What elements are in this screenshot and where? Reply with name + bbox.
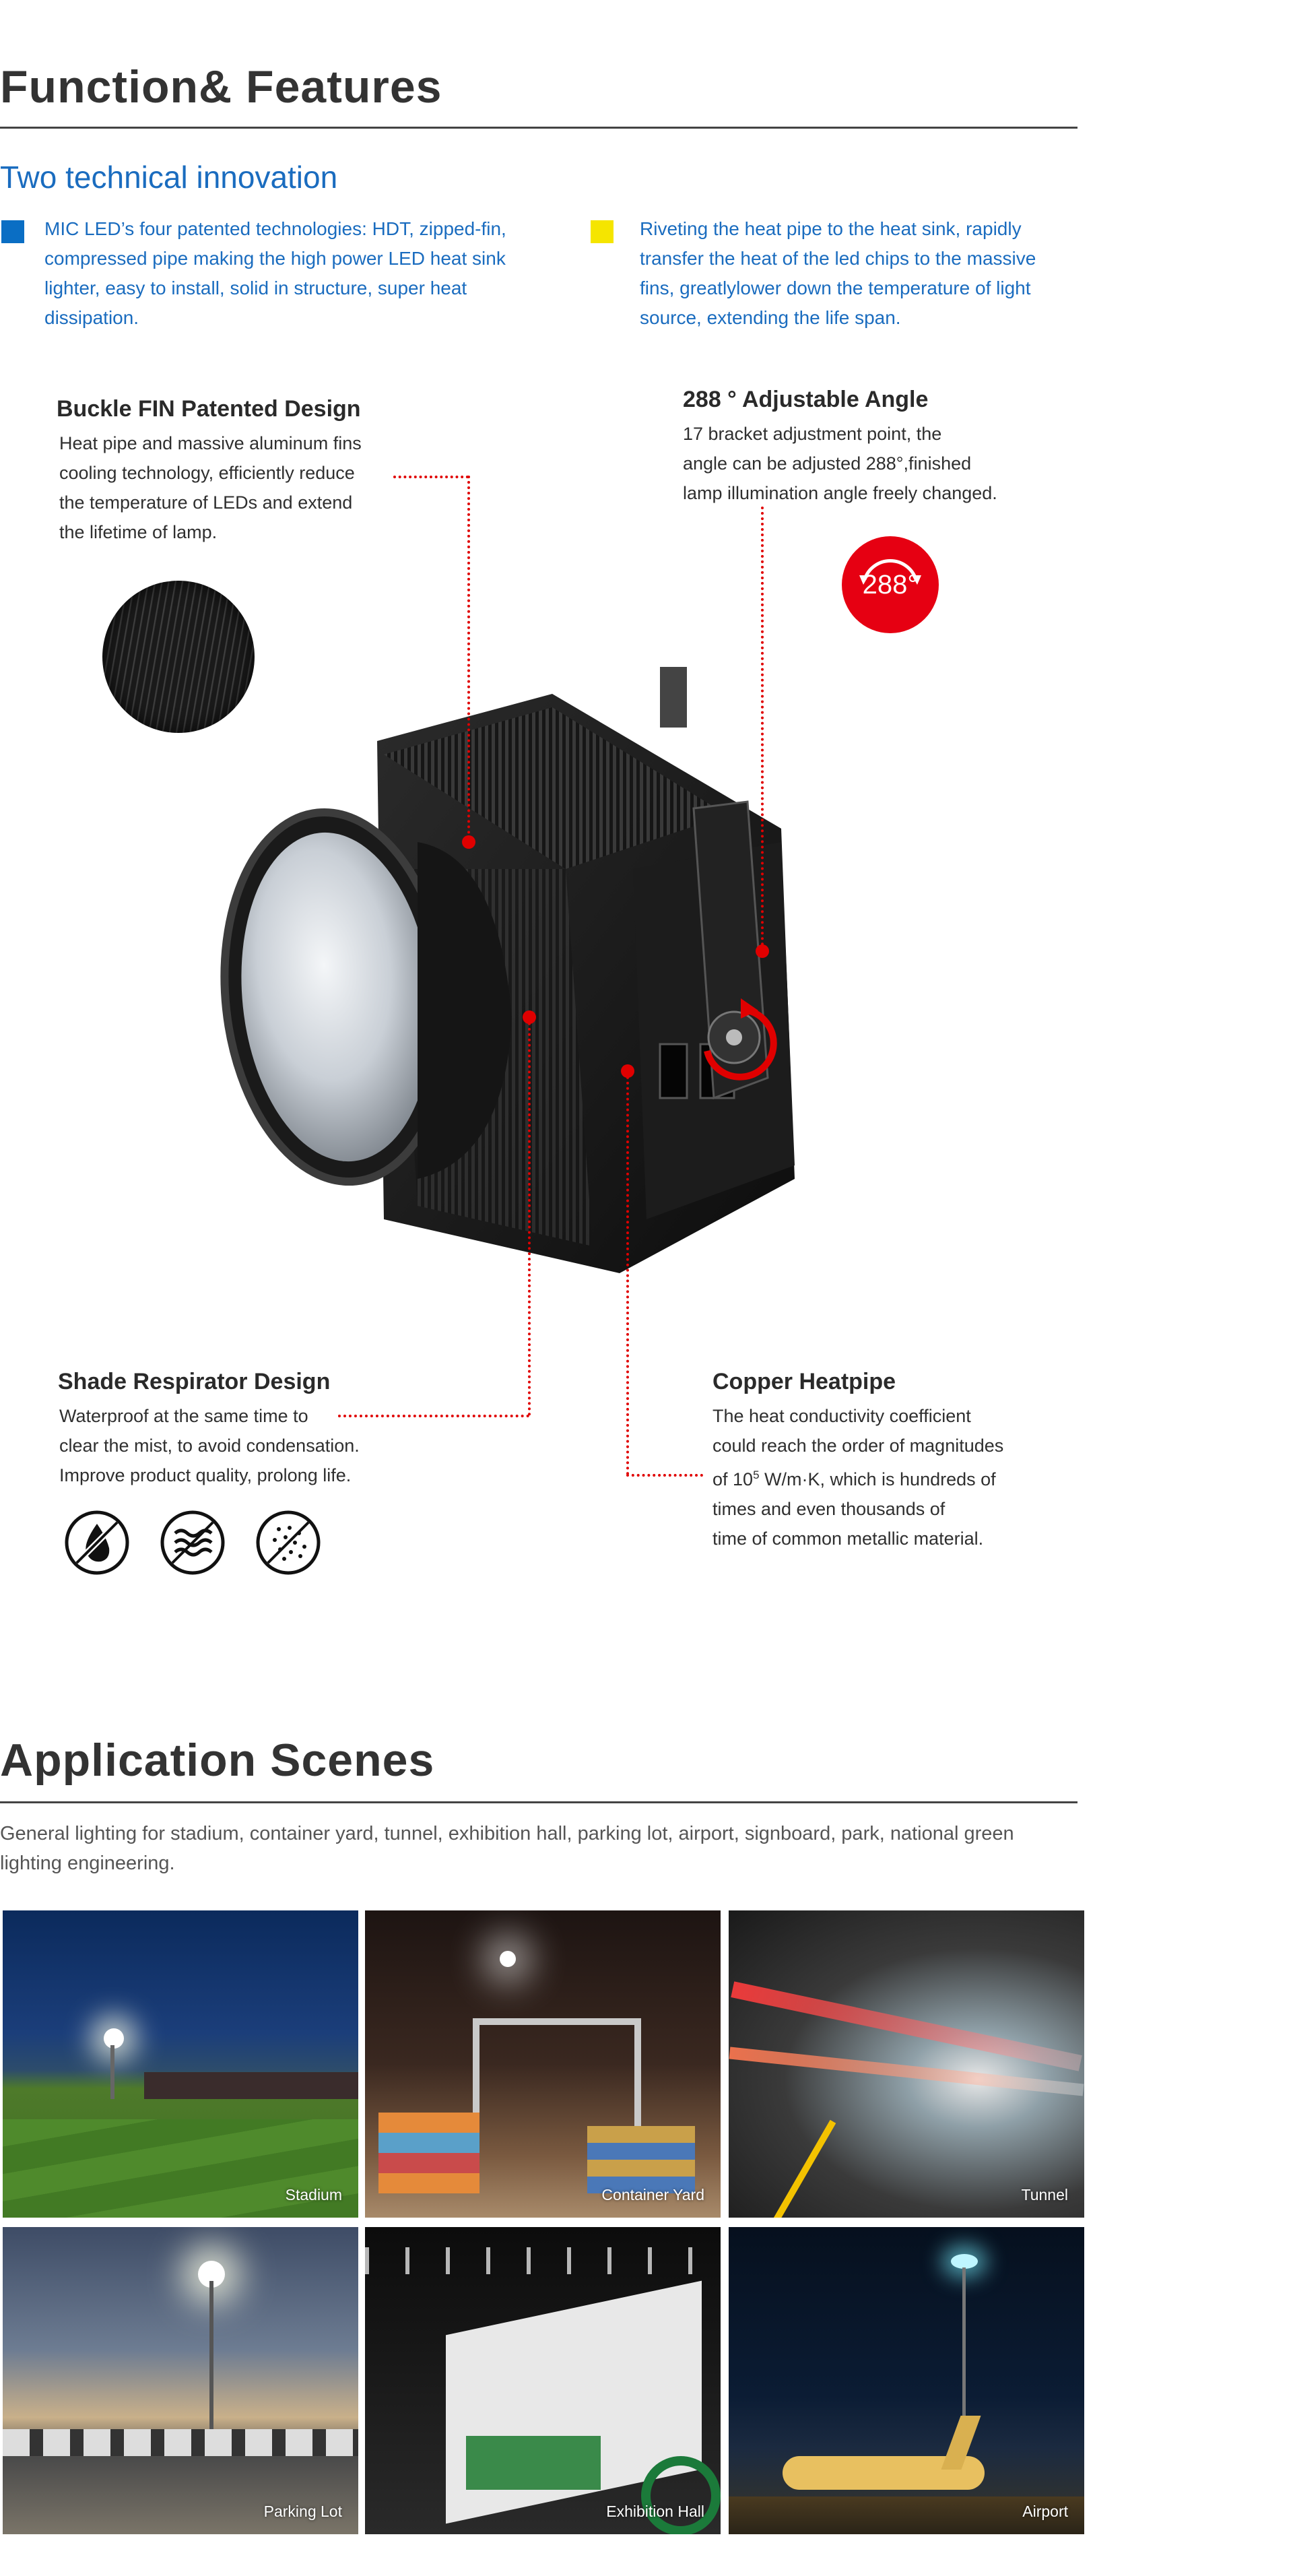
function-features-title: Function& Features: [0, 61, 442, 112]
section-divider: [0, 127, 1078, 129]
copper-heatpipe-title: Copper Heatpipe: [712, 1369, 896, 1394]
scene-tunnel: Tunnel: [729, 1910, 1084, 2218]
yellow-square-icon: [591, 220, 614, 243]
scene-label-exhibition-hall: Exhibition Hall: [606, 2503, 704, 2520]
floodlight-product-image: [220, 667, 795, 1273]
buckle-fin-leader-h: [393, 476, 469, 478]
dust-icon: [256, 1510, 321, 1575]
angle-badge: 288°: [842, 536, 939, 633]
shade-respirator-title: Shade Respirator Design: [58, 1369, 331, 1394]
buckle-fin-title: Buckle FIN Patented Design: [57, 396, 361, 422]
shade-leader-v: [528, 1017, 531, 1416]
innovation-subtitle: Two technical innovation: [0, 160, 338, 195]
copper-leader-h: [626, 1474, 703, 1477]
angle-leader-v: [761, 507, 764, 946]
scene-exhibition-hall: Exhibition Hall: [365, 2227, 721, 2534]
buckle-fin-text: Heat pipe and massive aluminum fins cool…: [59, 433, 362, 542]
scene-airport: Airport: [729, 2227, 1084, 2534]
angle-marker: [756, 944, 769, 958]
scene-stadium: Stadium: [3, 1910, 358, 2218]
application-scenes-title: Application Scenes: [0, 1735, 435, 1786]
rotate-arrow-icon: [859, 558, 921, 585]
section-divider-2: [0, 1801, 1078, 1803]
angle-badge-value: 288°: [862, 570, 919, 600]
adjustable-angle-title: 288 ° Adjustable Angle: [683, 387, 929, 412]
blue-square-icon: [1, 220, 24, 243]
shade-respirator-text: Waterproof at the same time to clear the…: [59, 1406, 360, 1485]
application-description: General lighting for stadium, container …: [0, 1823, 1014, 1874]
innovation-text-2: Riveting the heat pipe to the heat sink,…: [640, 218, 1036, 328]
scene-container-yard: Container Yard: [365, 1910, 721, 2218]
buckle-fin-leader-v: [467, 476, 470, 839]
scene-label-airport: Airport: [1022, 2503, 1068, 2520]
copper-heatpipe-text: The heat conductivity coefficient could …: [712, 1406, 1004, 1549]
innovation-text-1: MIC LED’s four patented technologies: HD…: [44, 218, 506, 328]
adjustable-angle-text: 17 bracket adjustment point, the angle c…: [683, 424, 997, 503]
scene-label-parking-lot: Parking Lot: [263, 2503, 342, 2520]
waterproof-icon: [65, 1510, 129, 1575]
shade-leader-h: [338, 1415, 529, 1417]
copper-leader-v: [626, 1071, 629, 1475]
scene-label-tunnel: Tunnel: [1021, 2186, 1068, 2203]
scene-label-container-yard: Container Yard: [601, 2186, 704, 2203]
mist-icon: [160, 1510, 225, 1575]
scene-parking-lot: Parking Lot: [3, 2227, 358, 2534]
buckle-fin-marker: [462, 835, 475, 849]
fin-closeup-image: [102, 581, 255, 733]
scene-label-stadium: Stadium: [285, 2186, 342, 2203]
